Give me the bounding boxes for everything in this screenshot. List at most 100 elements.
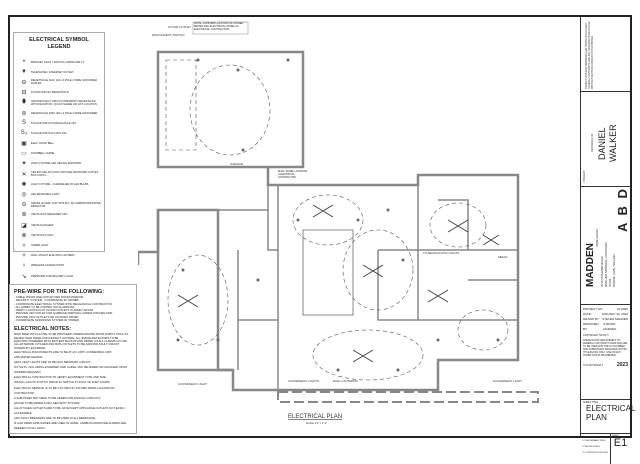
firm-subtitle: HOME DESIGN: [596, 229, 599, 247]
note-item: OWNERS REQUEST.: [14, 370, 42, 375]
lanterns-label: ELEC LANTERNS: [333, 379, 358, 383]
drawing-frame: [8, 15, 632, 438]
legend-item: ⬮GROUND FAULT CIRCUIT INTERRUPT RECEPTAC…: [17, 98, 101, 108]
bracket-light-icon: +: [22, 59, 26, 66]
kitchen-island: [302, 229, 354, 316]
note-item: ACCESSIBLE.: [14, 410, 33, 415]
note-item: ALL KITCHEN OUTLETS ARE TO BE GFI EXCEPT…: [14, 405, 126, 410]
legend-label: ELEC. DOOR BELL: [31, 142, 55, 146]
legend-item: ✧WALL MOUNT ELECTRIC LANTERN: [17, 251, 101, 261]
note-item: ARC FAULT BREAKERS ARE TO BE USED IN ALL…: [14, 416, 97, 421]
copyright-note-title: COPYRIGHT NOTE ©: [583, 334, 609, 337]
prewire-item: - ALL WIRES TO BE COPPER (NO ALUMINUM): [14, 304, 75, 309]
legend-item: ⊗ VENT/LIGHT ONLY: [17, 230, 101, 240]
legend-item: ⊖RECEPTACLE 110V, 20A / 3 POLE 4 WIRE GR…: [17, 77, 101, 87]
garage-storage: [165, 59, 197, 151]
single-pole-switch-icon: S: [21, 120, 26, 127]
title-block-row: PROJECT NO:23-0925: [581, 307, 630, 312]
floor-outlet-label: FLOOR OUTLET: [168, 25, 191, 29]
vent-fan-light-icon: ◪: [21, 222, 27, 229]
legend-label: CEILING FAN W/ LIGHT. PROVIDE APPROVED O…: [31, 171, 99, 178]
title-block-row: DRAWN BY:STEVEN MADDEN: [581, 317, 630, 322]
legend-item: ♀WIRELESS ACCESS POINT: [17, 261, 101, 271]
note-item: NEEDED ON ALL RHAC.: [14, 426, 46, 431]
firm-logo: MADDEN: [585, 243, 596, 287]
legend-label: PRESSURE FOR DELIVERY LIGHT: [31, 274, 74, 278]
row-value: JANUARY 30, 2023: [601, 312, 628, 316]
title-block: THESE PLANS AND DRAWINGS ARE PROTECTED U…: [580, 17, 635, 464]
row-value: STEVEN MADDEN: [602, 317, 628, 321]
prewire-item: - PROVIDE 220 OUTLET FOR GARBAGE DISPOSA…: [14, 311, 113, 316]
legend-label: RECEPTACLE 220V, 30A / 3 POLE 4 WIRE GRO…: [31, 111, 98, 115]
floor-receptacle-icon: ⊟: [21, 90, 27, 97]
legend-item: ⊟ FLOOR DUPLEX RECEPTACLE: [17, 88, 101, 98]
legend-label: LIGHT FIXTURE LED CEILING MOUNTED: [31, 162, 82, 166]
client-first-name: DANIEL: [597, 127, 607, 160]
sheet-title-label: SHEET TITLE: [583, 401, 599, 404]
legend-label: VENT/LIGHT ONLY: [31, 233, 54, 237]
ceiling-fan-icon: [177, 204, 500, 363]
legend-label: FLOOR DUPLEX RECEPTACLE: [31, 91, 69, 95]
row-label: DESIGNED BY:: [583, 322, 599, 331]
west-walls: [156, 210, 233, 372]
legend-item: ↘PRESSURE FOR DELIVERY LIGHT: [17, 271, 101, 281]
switch-leg-living: [292, 194, 364, 246]
wireless-access-icon: ♀: [21, 262, 27, 269]
legend-label: WALL MOUNT ELECTRIC LANTERN: [31, 254, 75, 258]
switch-leg-master: [429, 202, 487, 248]
note-item: AND WATER HEATER.: [14, 354, 44, 359]
status-label: PRELIMINARY DWG: [584, 440, 606, 442]
legend-label: TOGGLE SWITCH 3 WAY 15A: [31, 131, 67, 135]
legend-label: UNDER LIGHT: [31, 243, 49, 247]
prewire-item: - COORDINATE SURROUND SYSTEM W/ OWNER: [14, 318, 80, 323]
vent-fan-icon: ⊗: [21, 232, 27, 239]
note-item: ELECTRICAL SERVICE IS TO BE A 40 CIRCUIT…: [14, 385, 115, 390]
sheet-label: SHEET: [612, 435, 620, 437]
plan-scale: SCALE 1/4" = 1'-0": [306, 422, 327, 425]
note-item: A SUB-PANEL MAY NEED TO BE ADDED FOR ENO…: [14, 395, 102, 400]
legend-item: ✕ CEILING FAN W/ LIGHT. PROVIDE APPROVED …: [17, 169, 101, 179]
legend-label: SMOKE ALARM / 110V W/ B.B.U. W/ CARBON M…: [31, 201, 101, 208]
note-item: HOUSE TO BE WIRED FOR A SECURITY SYSTEM.: [14, 400, 81, 405]
vent-light-icon: ⊛: [21, 212, 27, 219]
garage-walls: [156, 50, 305, 169]
title-block-row: DESIGNED BY:STEVEN MADDEN: [581, 322, 630, 332]
gooseneck-label: GOOSENECK LIGHT: [178, 382, 207, 386]
notes-title: ELECTRICAL NOTES:: [14, 326, 72, 333]
ceiling-light-icon: ✦: [21, 161, 27, 168]
three-way-switch-icon: S₃: [20, 130, 28, 137]
legend-item: ◪ VENT/LIGHT/HEAT: [17, 220, 101, 230]
legend-item: ▼TELEPHONE / ETHERNET OUTLET: [17, 67, 101, 77]
copyright-note: THESE PLANS ARE SUBJECT TO FEDERAL COPYR…: [583, 339, 628, 357]
note-item: OUTLETS, INCLUDING ETHERNET AND CABLE, M…: [14, 365, 127, 370]
gooseneck-east-label: GOOSENECK LIGHT: [493, 379, 522, 383]
prewire-item: - SECURITY SYSTEM - COORDINATE W/ OWNER: [14, 298, 79, 303]
legend-item: ▿ UNDER LIGHT: [17, 240, 101, 250]
legend-item: ⊛VENT/LIGHT RECESSED CAN: [17, 210, 101, 220]
door-bell-icon: ▣: [21, 141, 27, 148]
legend-item: ✦ LIGHT FIXTURE LED CEILING MOUNTED: [17, 159, 101, 169]
note-item: ELECTRICAL CONTRACTOR TO VERIFY EQUIPMEN…: [14, 375, 107, 380]
phone: PHONE: (225) 791-2192: [612, 254, 616, 287]
prewire-item: - COORDINATE ELECTRICAL SYSTEM WITH MECH…: [14, 301, 112, 306]
project-label: PROJECT:: [583, 169, 586, 182]
under-cabinet-light-icon: ▿: [22, 242, 26, 249]
interior-walls-east: [377, 185, 518, 321]
copyright-year: 2023: [616, 362, 628, 368]
ceiling-fan-icon: ✕: [21, 171, 27, 178]
porch-outline: [277, 391, 539, 403]
notes-box: PRE-WIRE FOR THE FOLLOWING: - CABLE VISI…: [9, 284, 137, 434]
note-item: INSTALL LIGHTS IN ATTIC SPACE W/ SWITCH …: [14, 380, 111, 385]
note-item: HEAT VENT LIGHTS ARE TO BE ON A SEPARATE…: [14, 360, 91, 365]
row-label: DATE:: [583, 312, 592, 316]
legend-label: LIGHT FIXTURE - CHANDELIER W/ LED BULBS: [31, 182, 89, 186]
note-item: ELECTRICAL DISCONNECTS ARE TO BE AT A/C …: [14, 349, 113, 354]
disconnect-label: DISCONNECT SWITCH: [152, 33, 184, 37]
media-label: MEDIA: [498, 255, 508, 259]
flood-label: TO BEAM FLOOD LIGHTS: [423, 251, 459, 255]
client-last-name: WALKER: [608, 124, 618, 162]
legend-label: VENT/LIGHT/HEAT: [31, 223, 54, 227]
row-value: 23-0925: [616, 307, 628, 311]
